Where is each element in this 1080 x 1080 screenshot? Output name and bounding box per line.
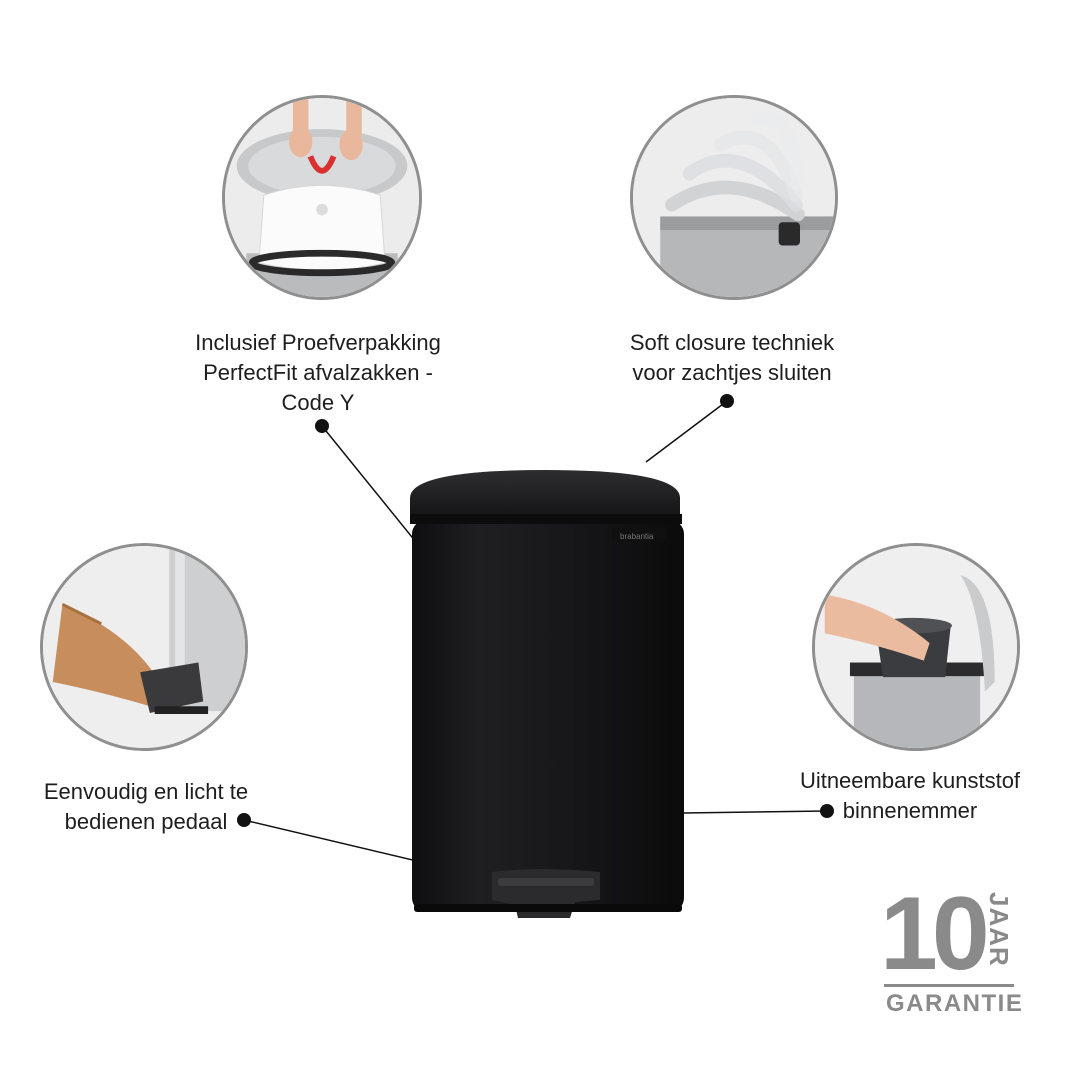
callout-dot-soft-close (720, 394, 734, 408)
inner-bucket-icon (815, 546, 1017, 748)
feature-label-pedal: Eenvoudig en licht te bedienen pedaal (43, 779, 249, 834)
feature-label-bags: Inclusief Proefverpakking PerfectFit afv… (195, 330, 441, 415)
warranty-badge: 10 JAAR GARANTIE (880, 876, 1024, 1023)
feature-image-bags (222, 95, 422, 300)
lid-rim (410, 514, 682, 524)
bin-base (414, 904, 682, 912)
callout-dot-pedal (237, 813, 251, 827)
warranty-divider (884, 984, 1014, 987)
warranty-unit: JAAR (984, 892, 1014, 967)
feature-image-inner-bucket (812, 543, 1020, 751)
warranty-label: GARANTIE (886, 990, 1024, 1017)
pedal-highlight (498, 878, 594, 886)
callout-dot-inner-bucket (820, 804, 834, 818)
brand-logo: brabantia (620, 532, 654, 541)
bin-lid[interactable] (410, 470, 680, 518)
bin-body (412, 520, 684, 912)
feature-image-soft-close (630, 95, 838, 300)
warranty-years: 10 (880, 876, 990, 992)
foot-pedal-icon (43, 546, 245, 748)
soft-close-lid-icon (633, 98, 835, 297)
feature-label-soft-close: Soft closure techniek voor zachtjes slui… (629, 330, 835, 385)
callout-dot-bags (315, 419, 329, 433)
feature-image-pedal (40, 543, 248, 751)
feature-label-inner-bucket: Uitneembare kunststof binnenemmer (799, 768, 1021, 823)
lid-hinge (612, 528, 666, 542)
bin-bag-icon (225, 98, 419, 297)
